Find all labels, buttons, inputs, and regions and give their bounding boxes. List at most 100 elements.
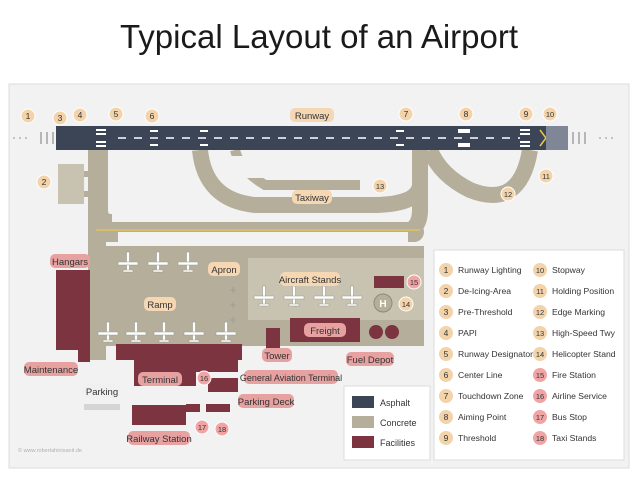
high-speed-exit bbox=[422, 146, 538, 203]
marker-14: 14 bbox=[398, 296, 414, 312]
legend-number: 4 bbox=[444, 328, 449, 338]
marker-circle bbox=[398, 106, 414, 122]
legend-number: 3 bbox=[444, 307, 449, 317]
legend-number: 6 bbox=[444, 370, 449, 380]
legend-text: Touchdown Zone bbox=[458, 391, 524, 401]
parking-deck-label: Parking Deck bbox=[238, 397, 295, 408]
marker-number: 15 bbox=[410, 278, 418, 287]
marker-number: 16 bbox=[200, 374, 208, 383]
legend-text: PAPI bbox=[458, 328, 477, 338]
legend-number-badge bbox=[533, 431, 547, 445]
surface-legend-item: Concrete bbox=[352, 416, 417, 428]
runway-label: Runway bbox=[295, 111, 330, 122]
marker-number: 6 bbox=[150, 111, 155, 121]
marker-number: 4 bbox=[78, 110, 83, 120]
parking-label: Parking bbox=[86, 387, 118, 398]
aircraft-icon bbox=[183, 321, 205, 343]
legend-text: Threshold bbox=[458, 433, 496, 443]
marker-9: 9 bbox=[518, 106, 534, 122]
legend-number: 12 bbox=[536, 308, 544, 317]
small-aircraft-group bbox=[230, 287, 236, 323]
aircraft-icon bbox=[253, 285, 275, 307]
marker-18: 18 bbox=[214, 421, 230, 437]
surface-label: Concrete bbox=[380, 418, 417, 428]
legend-number: 14 bbox=[536, 350, 544, 359]
parking-deck-label-bg bbox=[238, 394, 294, 408]
general-aviation-terminal-label: General Aviation Terminal bbox=[240, 373, 342, 383]
surface-swatch bbox=[352, 436, 374, 448]
marker-10: 10 bbox=[542, 106, 558, 122]
marker-4: 4 bbox=[72, 107, 88, 123]
marker-8: 8 bbox=[458, 106, 474, 122]
legend-number: 13 bbox=[536, 329, 544, 338]
marker-circle bbox=[194, 419, 210, 435]
legend-text: Bus Stop bbox=[552, 412, 587, 422]
marker-13: 13 bbox=[372, 178, 388, 194]
legend-text: Helicopter Stand bbox=[552, 349, 616, 359]
apron-label: Apron bbox=[211, 265, 236, 276]
legend-number: 16 bbox=[536, 392, 544, 401]
marker-number: 5 bbox=[114, 109, 119, 119]
legend-number-badge bbox=[533, 284, 547, 298]
marker-15: 15 bbox=[406, 274, 422, 290]
marker-circle bbox=[108, 106, 124, 122]
marker-circle bbox=[372, 178, 388, 194]
railway-station-label: Railway Station bbox=[126, 434, 191, 445]
legend-number-badge bbox=[439, 347, 453, 361]
general-aviation-terminal-label-bg bbox=[244, 370, 338, 384]
legend-number: 8 bbox=[444, 412, 449, 422]
marker-circle bbox=[20, 108, 36, 124]
marker-circle bbox=[518, 106, 534, 122]
marker-number: 2 bbox=[42, 177, 47, 187]
taxiway-label-bg bbox=[292, 190, 332, 204]
legend-number-badge bbox=[439, 368, 453, 382]
maintenance-label-bg bbox=[24, 362, 78, 376]
ramp-label: Ramp bbox=[147, 300, 172, 311]
watermark: © www.robertahinisanit.de bbox=[18, 447, 82, 454]
surface-legend-item: Asphalt bbox=[352, 396, 411, 408]
parking-lot-strip bbox=[84, 404, 120, 410]
marker-number: 10 bbox=[546, 110, 554, 119]
touchdown-zone bbox=[150, 129, 470, 147]
marker-circle bbox=[72, 107, 88, 123]
marker-1: 1 bbox=[20, 108, 36, 124]
marker-number: 13 bbox=[376, 182, 384, 191]
maintenance-label: Maintenance bbox=[24, 365, 78, 376]
legend-text: High-Speed Twy bbox=[552, 328, 616, 338]
aircraft-stands-area bbox=[248, 258, 424, 320]
marker-circle bbox=[458, 106, 474, 122]
aircraft-icon bbox=[153, 321, 175, 343]
marker-circle bbox=[52, 110, 68, 126]
legend-text: Taxi Stands bbox=[552, 433, 596, 443]
runway bbox=[13, 126, 613, 150]
legend-number-badge bbox=[533, 263, 547, 277]
aircraft-stands-label-bg bbox=[280, 272, 340, 286]
railway-station-label-bg bbox=[128, 431, 190, 445]
helipad-letter: H bbox=[379, 299, 386, 310]
threshold-west bbox=[96, 129, 106, 147]
marker-circle bbox=[36, 174, 52, 190]
marker-12: 12 bbox=[500, 186, 516, 202]
marker-number: 1 bbox=[26, 111, 31, 121]
legend-number-badge bbox=[439, 389, 453, 403]
bus-stop-shelter bbox=[186, 404, 200, 412]
railway-station-building bbox=[132, 405, 186, 425]
aircraft-icon bbox=[125, 321, 147, 343]
aircraft-icon bbox=[313, 285, 335, 307]
marker-number: 9 bbox=[524, 109, 529, 119]
legend-number-badge bbox=[439, 431, 453, 445]
